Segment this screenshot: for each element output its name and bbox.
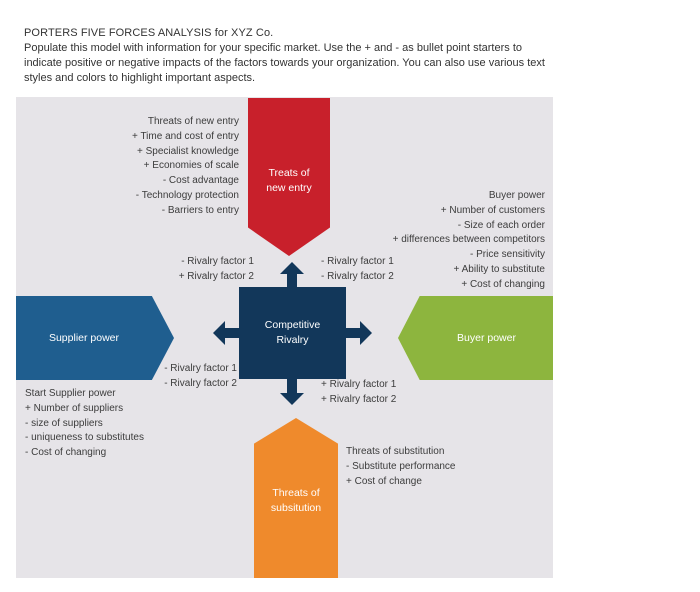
list-item: + Economies of scale <box>143 160 239 172</box>
center-label-2: Rivalry <box>276 334 309 346</box>
rivalry-top-right: - Rivalry factor 1 - Rivalry factor 2 <box>321 255 394 285</box>
new-entry-label-1: Treats of <box>268 167 310 179</box>
list-item: - Barriers to entry <box>161 204 239 216</box>
rivalry-bottom-right: + Rivalry factor 1 + Rivalry factor 2 <box>321 378 396 408</box>
list-item: + differences between competitors <box>392 234 545 246</box>
list-item: + Ability to substitute <box>453 263 545 275</box>
supplier-power-shape: Supplier power <box>16 296 174 380</box>
list-item: Start Supplier power <box>25 388 116 399</box>
list-item: - Cost advantage <box>162 175 239 187</box>
header-line-2: indicate positive or negative impacts of… <box>24 57 545 69</box>
new-entry-shape: Treats of new entry <box>248 98 330 256</box>
center-label-1: Competitive <box>264 319 321 331</box>
header: PORTERS FIVE FORCES ANALYSIS for XYZ Co.… <box>24 26 674 86</box>
supplier-power-label: Supplier power <box>48 331 120 344</box>
arrow-down-icon <box>280 379 304 405</box>
list-item: + Specialist knowledge <box>136 145 239 157</box>
arrow-right-icon <box>346 321 372 345</box>
list-item: - Substitute performance <box>346 460 456 472</box>
rivalry-top-left: - Rivalry factor 1 + Rivalry factor 2 <box>179 255 254 285</box>
list-item: + Rivalry factor 1 <box>321 379 397 390</box>
header-title: PORTERS FIVE FORCES ANALYSIS for XYZ Co. <box>24 27 274 39</box>
list-item: + Number of suppliers <box>25 402 124 414</box>
list-item: - Rivalry factor 2 <box>321 270 394 282</box>
list-item: - Size of each order <box>457 219 545 231</box>
list-item: + Time and cost of entry <box>132 130 239 142</box>
list-item: - Rivalry factor 1 <box>321 256 394 267</box>
substitution-label-1: Threats of <box>272 487 320 499</box>
arrow-left-icon <box>213 321 239 345</box>
competitive-rivalry-box: Competitive Rivalry <box>239 287 346 379</box>
list-item: + Number of customers <box>440 204 545 216</box>
list-item: Threats of new entry <box>147 116 239 127</box>
new-entry-list: Threats of new entry + Time and cost of … <box>132 115 239 219</box>
list-item: + Rivalry factor 2 <box>321 393 397 405</box>
buyer-list: Buyer power + Number of customers - Size… <box>393 189 545 293</box>
list-item: + Rivalry factor 2 <box>178 270 254 282</box>
substitution-shape: Threats of subsitution <box>254 418 338 578</box>
list-item: - Technology protection <box>135 189 239 201</box>
buyer-power-label: Buyer power <box>457 331 516 344</box>
supplier-list: Start Supplier power + Number of supplie… <box>25 387 144 461</box>
list-item: - size of suppliers <box>25 417 103 429</box>
list-item: Threats of substitution <box>346 446 445 457</box>
substitution-list: Threats of substitution - Substitute per… <box>346 445 456 489</box>
header-line-1: Populate this model with information for… <box>24 42 522 54</box>
list-item: - Rivalry factor 1 <box>164 363 237 374</box>
list-item: - uniqueness to substitutes <box>25 432 144 444</box>
arrow-up-icon <box>280 262 304 288</box>
list-item: + Cost of changing <box>461 278 545 290</box>
list-item: - Rivalry factor 2 <box>164 377 237 389</box>
list-item: Buyer power <box>488 190 545 201</box>
list-item: - Rivalry factor 1 <box>181 256 254 267</box>
list-item: - Cost of changing <box>25 447 107 459</box>
new-entry-label-2: new entry <box>266 182 312 194</box>
buyer-power-shape: Buyer power <box>398 296 553 380</box>
substitution-label-2: subsitution <box>270 502 322 514</box>
list-item: - Price sensitivity <box>469 249 545 261</box>
header-line-3: styles and colors to highlight important… <box>24 72 256 84</box>
list-item: + Cost of change <box>346 475 422 487</box>
rivalry-bottom-left: - Rivalry factor 1 - Rivalry factor 2 <box>164 362 237 392</box>
